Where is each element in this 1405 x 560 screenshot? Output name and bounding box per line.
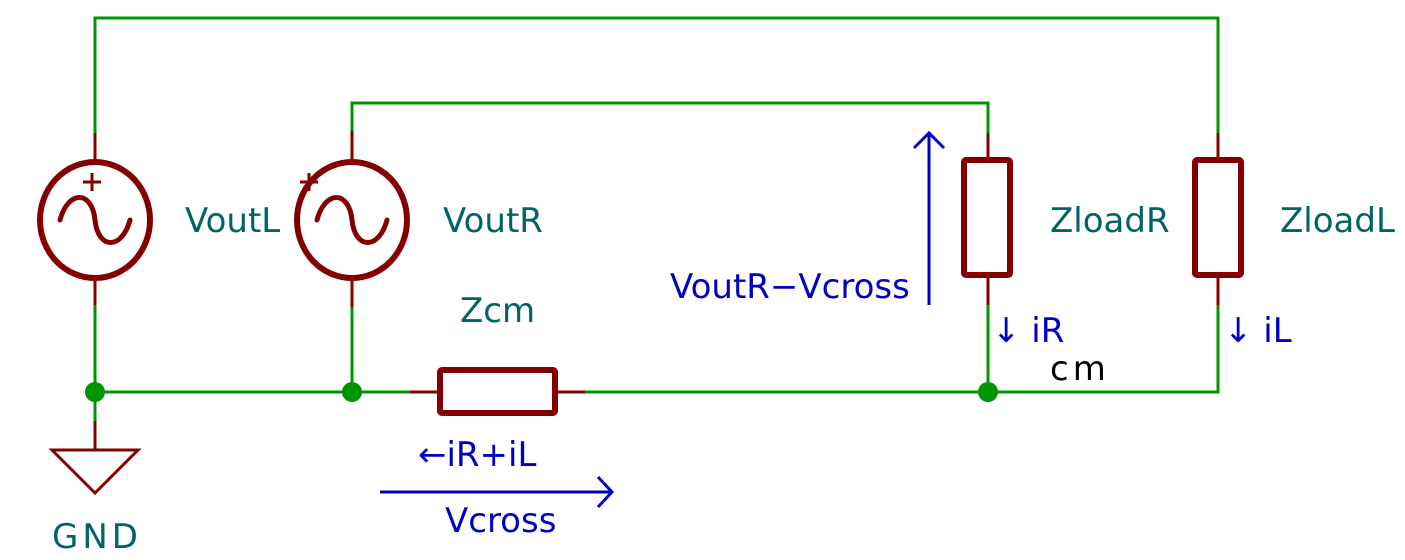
vdiff-arrow [912, 130, 946, 305]
label-zloadL: ZloadL [1280, 201, 1395, 241]
ground-symbol[interactable] [48, 421, 142, 496]
junction-voutR [342, 382, 362, 402]
ac-sine-icon [314, 195, 390, 245]
source-circle [294, 159, 410, 281]
wire-top-left-loop [93, 16, 1220, 133]
wire-cm-bus [585, 305, 1220, 394]
wire-top-right-loop [350, 101, 990, 133]
plus-icon [83, 173, 101, 191]
plus-icon [300, 173, 318, 191]
impedance-zloadL[interactable] [1192, 133, 1244, 305]
label-zloadR: ZloadR [1050, 201, 1170, 241]
label-voutL: VoutL [185, 201, 280, 241]
annotation-current-iR: ↓ iR [992, 311, 1064, 351]
net-label-cm: cm [1050, 349, 1110, 389]
impedance-zcm[interactable] [410, 367, 585, 416]
ground-icon [48, 448, 142, 496]
wires [93, 16, 1220, 421]
junction-gnd [85, 382, 105, 402]
annotation-current-iL: ↓ iL [1224, 311, 1292, 351]
label-gnd: GND [52, 517, 142, 557]
label-voutR: VoutR [443, 201, 543, 241]
voltage-source-voutR[interactable] [294, 131, 410, 307]
vcross-arrow [380, 475, 615, 509]
annotation-cm-current: ←iR+iL [418, 435, 536, 475]
annotation-vcross: Vcross [445, 501, 556, 541]
voltage-source-voutL[interactable] [37, 133, 153, 305]
impedance-zloadR[interactable] [961, 133, 1013, 305]
annotation-vdiff: VoutR−Vcross [670, 267, 910, 307]
ac-sine-icon [57, 195, 133, 245]
junction-cm [978, 382, 998, 402]
label-zcm: Zcm [460, 291, 535, 331]
source-circle [37, 159, 153, 281]
